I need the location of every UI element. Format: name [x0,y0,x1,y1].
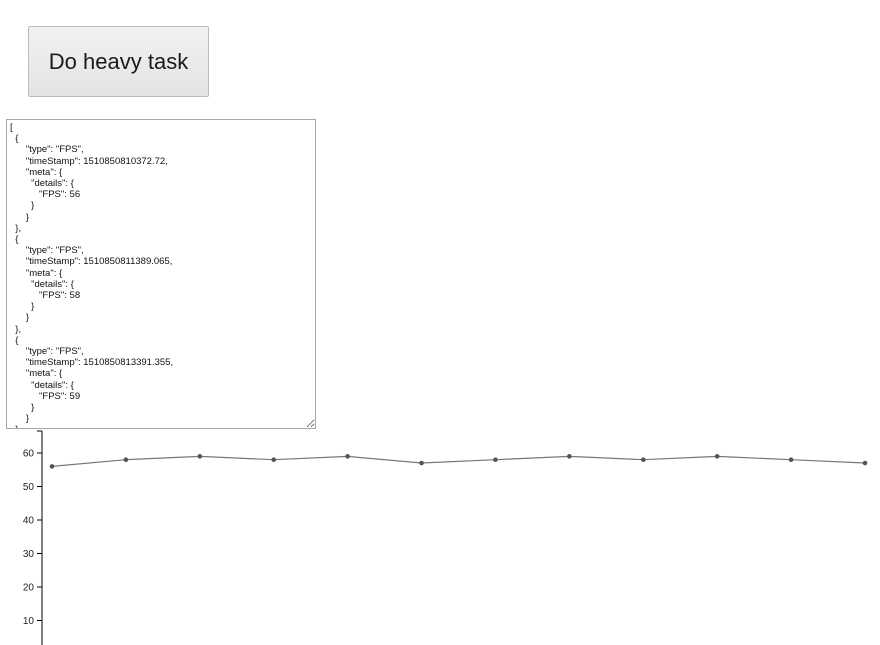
y-tick-label-60: 60 [23,449,35,460]
data-point [123,457,129,462]
data-point [419,460,424,466]
fps-series [49,454,868,469]
data-point [862,460,868,466]
y-tick-label-40: 40 [23,516,35,527]
y-tick-label-10: 10 [23,616,35,627]
y-axis: 10 20 30 40 50 60 [23,430,43,645]
data-point [493,457,498,462]
data-point [49,464,55,469]
y-tick-label-20: 20 [23,583,35,594]
data-point [640,457,646,462]
fps-log-textarea[interactable]: [ { "type": "FPS", "timeStamp": 15108508… [6,119,316,429]
data-point [788,457,794,462]
data-point [714,454,720,459]
y-tick-label-50: 50 [23,482,35,493]
data-point [345,454,350,459]
data-point [567,454,572,459]
data-point [271,457,277,462]
data-point [197,454,203,459]
series-line [51,455,866,467]
do-heavy-task-button[interactable]: Do heavy task [28,26,209,97]
y-tick-label-30: 30 [23,549,35,560]
fps-line-chart: 10 20 30 40 50 60 [23,430,868,645]
